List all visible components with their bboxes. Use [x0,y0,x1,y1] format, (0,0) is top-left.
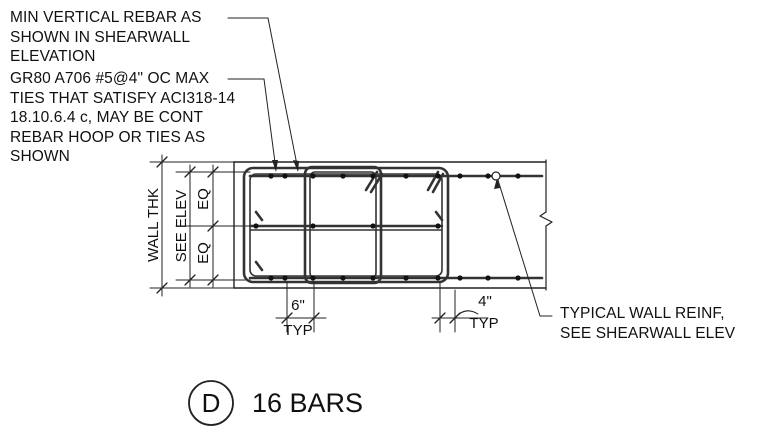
typical-reinf-note-line: TYPICAL WALL REINF, [560,305,725,322]
cross-ties [248,165,444,285]
rebar-dot [370,173,376,179]
spacing-4-typ-label: TYP [469,315,498,332]
leader-arrowheads [272,160,500,189]
rebar-dot [435,173,441,179]
spacing-6-typ-label: TYP [283,322,312,339]
rebar-dot [435,275,441,281]
rebar-dot [485,173,491,179]
rebar-dot [403,275,409,281]
rebar-dot [282,173,288,179]
note-leaders [227,17,553,317]
rebar-dot [435,223,441,229]
rebar-dot [310,223,316,229]
rebar-layer [253,171,521,281]
typical-bar-marker [491,171,501,181]
typical-reinf-note: TYPICAL WALL REINF, SEE SHEARWALL ELEV [560,304,735,343]
spacing-extension-lines [275,281,489,333]
rebar-dot [457,275,463,281]
spacing-4-leader [454,310,479,319]
ties-note-line: REBAR HOOP OR TIES AS [10,128,206,146]
rebar-dot [370,223,376,229]
rebar-dot [310,275,316,281]
rebar-dot [485,275,491,281]
see-elev-label: SEE ELEV [173,190,190,263]
rebar-dot [268,173,274,179]
wall-thk-label: WALL THK [145,188,162,262]
rebar-dot [515,275,521,281]
ties-note-line: SHOWN [10,148,70,165]
spacing-6-label: 6" [291,297,305,314]
eq-bottom-label: EQ [195,242,212,264]
detail-bubble [188,380,234,426]
rebar-dot [310,173,316,179]
vertical-rebar-note-line: ELEVATION [10,48,96,65]
vertical-rebar-note-line: MIN VERTICAL REBAR AS [10,9,202,26]
wall-outline [233,161,547,289]
spacing-4-label: 4" [478,293,492,310]
dimension-extension-lines [149,161,251,289]
rebar-dot [457,173,463,179]
rebar-dot [403,173,409,179]
vertical-rebar-note-line: SHOWN IN SHEARWALL [10,28,191,46]
eq-top-label: EQ [195,188,212,210]
ties-note-line: 18.10.6.4 c, MAY BE CONT [10,109,204,126]
vertical-rebar-note: MIN VERTICAL REBAR AS SHOWN IN SHEARWALL… [10,8,202,67]
rebar-dot [370,275,376,281]
ties-note-line: GR80 A706 #5@4" OC MAX [10,70,210,87]
dimension-ticks [156,156,219,294]
rebar-dot [282,275,288,281]
ties-note-line: TIES THAT SATISFY ACI318-14 [10,89,236,107]
break-line [539,159,553,291]
rebar-dot [515,173,521,179]
rebar-dot [268,275,274,281]
tie-hooks [254,170,445,272]
detail-id: D [202,388,221,418]
rebar-dot [253,223,259,229]
ties-note: GR80 A706 #5@4" OC MAX TIES THAT SATISFY… [10,69,235,167]
typical-reinf-note-line: SEE SHEARWALL ELEV [560,324,736,342]
rebar-dot [340,275,346,281]
rebar-dot [340,173,346,179]
detail-title: 16 BARS [252,388,363,418]
